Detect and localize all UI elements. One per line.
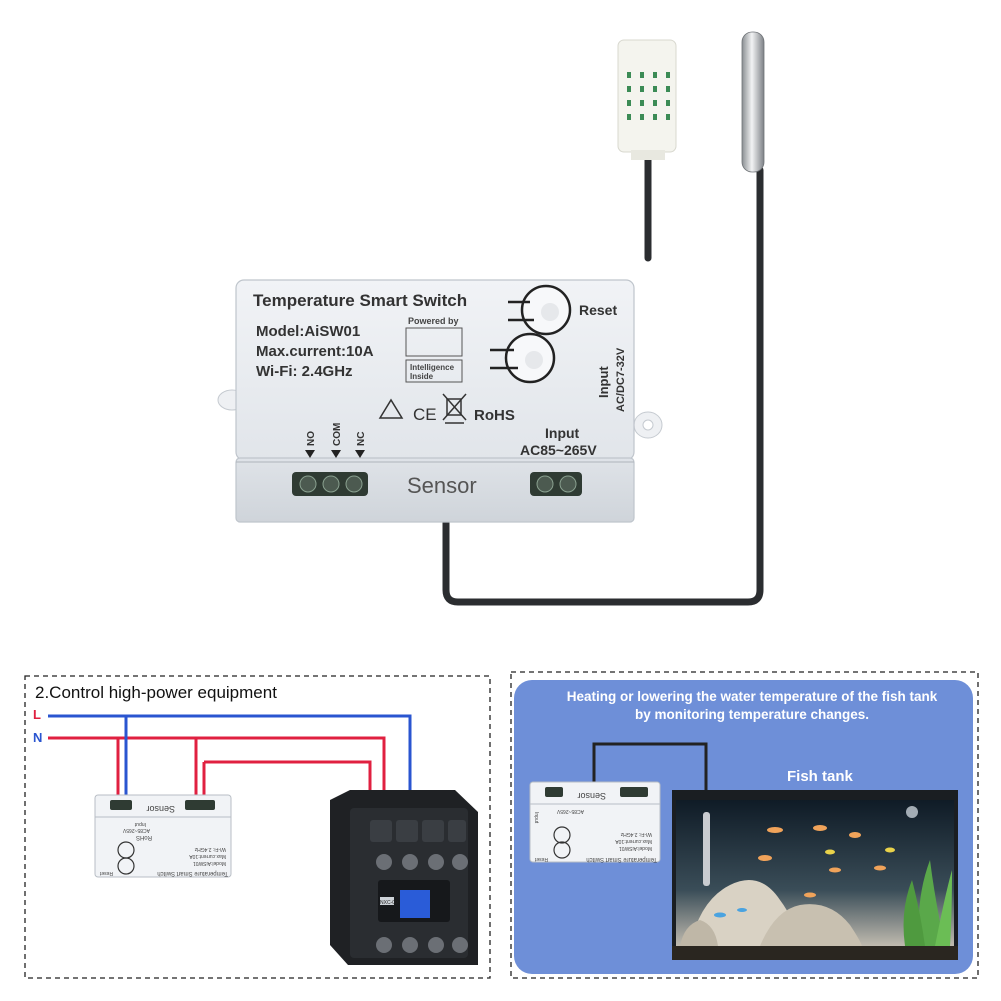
tank-thumb-reset: Reset — [534, 856, 548, 862]
input-ac-range: AC85~265V — [520, 442, 597, 458]
tank-thumb-input: Input — [533, 812, 539, 824]
power-indicator-button — [490, 332, 556, 384]
fishtank-caption-line1: Heating or lowering the water temperatur… — [567, 689, 938, 704]
fishtank-caption-line2: by monitoring temperature changes. — [635, 707, 869, 722]
power-terminal-block — [530, 472, 582, 496]
humidity-sensor-head — [617, 39, 677, 160]
sensor-port-label: Sensor — [407, 473, 477, 498]
input-dc-label: Input — [596, 366, 611, 398]
thumb-wifi: Wi-Fi: 2.4GHz — [194, 846, 226, 852]
warning-icon — [378, 398, 404, 419]
wiring-panel-title: 2.Control high-power equipment — [35, 683, 277, 702]
neutral-line-label: N — [33, 730, 42, 745]
tank-thumb-range: AC85~265V — [556, 808, 584, 814]
relay-terminal-block — [292, 472, 368, 496]
input-ac-label: Input — [545, 425, 580, 441]
live-line-label: L — [33, 707, 41, 722]
device-wifi: Wi-Fi: 2.4GHz — [256, 363, 353, 380]
thumb-rohs: RoHS — [136, 834, 152, 840]
thumb-current: Max.current:10A — [189, 853, 226, 859]
thumb-input-label: Input — [134, 821, 146, 827]
thumb-title: Temperature Smart Switch — [157, 870, 228, 876]
tank-thumb-current: Max.current:10A — [615, 838, 652, 844]
probe-cable — [442, 166, 764, 606]
thumb-input-range: AC85~265V — [122, 827, 150, 833]
wiring-panel-frame — [24, 675, 491, 979]
device-model: Model:AiSW01 — [256, 323, 360, 340]
tank-thumb-model: Model:AiSW01 — [619, 845, 652, 851]
input-dc-range: AC/DC7-32V — [615, 347, 627, 412]
reset-button[interactable] — [508, 284, 572, 336]
tank-thumb-wifi: Wi-Fi: 2.4GHz — [620, 831, 652, 837]
fishtank-device-thumbnail — [529, 781, 661, 863]
ce-mark: CE — [413, 405, 437, 424]
terminal-no-label: NO — [306, 431, 317, 446]
steel-temperature-probe — [741, 31, 765, 173]
device-max-current: Max.current:10A — [256, 343, 374, 360]
powered-by-label: Powered by — [408, 316, 459, 326]
reset-label: Reset — [579, 302, 617, 318]
aquarium-image — [672, 790, 958, 960]
tank-thumb-sensor: Sensor — [577, 791, 606, 801]
wiring-device-thumbnail — [94, 794, 232, 878]
intelligence-label: Intelligence — [410, 363, 455, 372]
weee-bin-icon — [442, 393, 467, 424]
device-title: Temperature Smart Switch — [253, 291, 467, 310]
tank-thumb-title: Temperature Smart Switch — [586, 856, 657, 862]
fish-tank-label: Fish tank — [787, 768, 854, 785]
thumb-sensor-label: Sensor — [146, 804, 175, 814]
inside-label: Inside — [410, 372, 434, 381]
device-body — [235, 279, 635, 523]
thumb-model: Model:AiSW01 — [193, 860, 226, 866]
thumb-reset: Reset — [99, 870, 113, 876]
ac-contactor — [330, 790, 478, 965]
terminal-com-label: COM — [332, 423, 343, 446]
terminal-nc-label: NC — [356, 432, 367, 446]
rohs-mark: RoHS — [474, 407, 515, 424]
contactor-label: NXC-09 — [380, 900, 398, 906]
